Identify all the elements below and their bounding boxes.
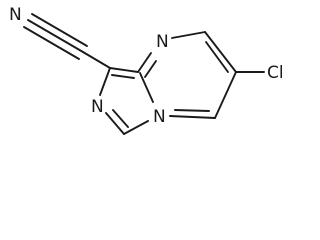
bond-c8a-n8 [137,52,152,73]
bond-n4-c8a [139,72,154,103]
atom-label-pyrimidine-nitrogen: N [156,32,169,52]
triple-bond-line-2 [23,26,80,60]
atom-label-cyano-nitrogen: N [9,5,22,25]
bond-c3-n4 [123,120,149,135]
cyano-to-ring-bond [82,51,111,69]
atom-label-bridgehead-nitrogen: N [153,107,166,127]
triple-bond-line-3 [31,13,88,47]
bond-n8-c7 [171,31,206,39]
atom-label-imidazole-nitrogen: N [91,97,104,117]
double-bond-c5-n4-inner [174,109,210,112]
bond-c1-c8a [109,67,139,73]
molecule-structure: N N N N Cl [9,5,284,135]
double-bond-c7-c6-inner [205,41,229,73]
bond-n2-c3 [105,112,125,135]
double-bond-c1-c8a-inner [111,74,135,79]
bond-c6-c5 [214,71,237,119]
double-bond-c8a-n8-inner [144,60,157,78]
double-bond-n2-c3-inner [112,109,129,128]
atom-label-chlorine: Cl [267,63,284,83]
pyrimidine-ring [137,31,237,119]
bond-c1-n2 [99,67,111,96]
triple-bond-line-1 [27,19,84,53]
nitrile-group [23,13,111,69]
imidazole-ring [99,67,154,135]
bond-c7-c6 [204,31,237,73]
bond-c5-n4 [169,115,216,119]
